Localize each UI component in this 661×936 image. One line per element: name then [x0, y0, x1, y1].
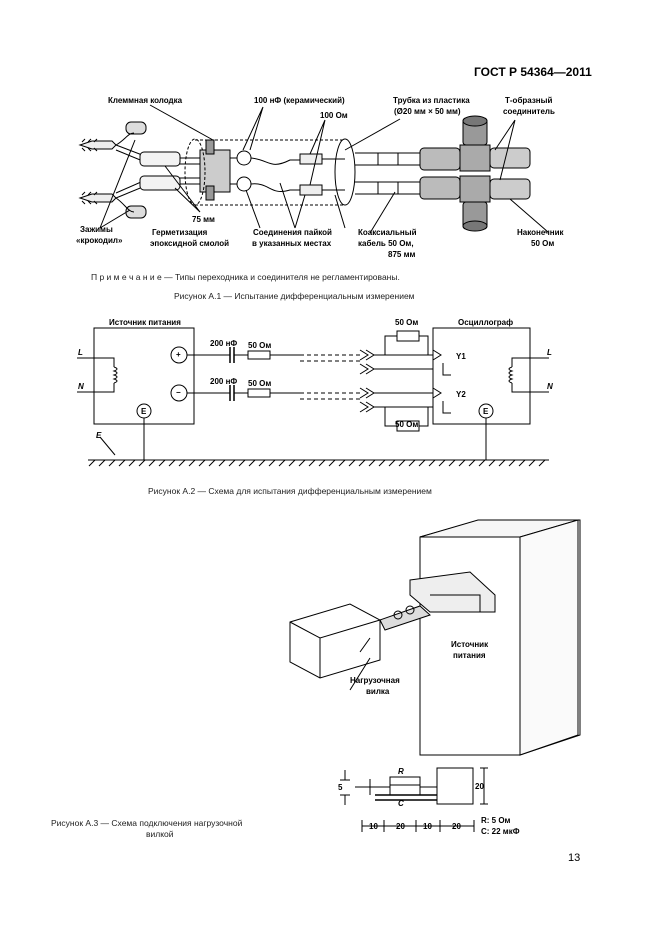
label-epoxy-seal: Герметизация [152, 228, 208, 237]
label-E-source-terminal: E [141, 407, 147, 416]
label-resistor-100ohm: 100 Ом [320, 111, 348, 120]
label-plus-terminal: + [176, 350, 181, 359]
fig3-caption-line1: Рисунок А.3 — Схема подключения нагрузоч… [51, 818, 243, 828]
label-length-75mm: 75 мм [192, 215, 215, 224]
document-header: ГОСТ Р 54364—2011 [474, 65, 592, 79]
label-N-source: N [78, 382, 84, 391]
label-resistor-50-bottom: 50 Ом [395, 420, 419, 429]
label-terminal-block: Клеммная колодка [108, 96, 183, 105]
label-plastic-tube: Трубка из пластика [393, 96, 470, 105]
label-tip: Наконечник [517, 228, 564, 237]
label-Y2: Y2 [456, 390, 466, 399]
label-resistor-R: R [398, 767, 404, 776]
label-resistor-50-top: 50 Ом [395, 318, 419, 327]
label-dim-5: 5 [338, 783, 343, 792]
label-R-value: R: 5 Ом [481, 816, 511, 825]
label-tip-2: 50 Ом [531, 239, 555, 248]
label-dim-10-b: 10 [423, 822, 432, 831]
label-tube-size: (Ø20 мм × 50 мм) [394, 107, 461, 116]
label-L-scope: L [547, 348, 552, 357]
fig3-caption-line2: вилкой [146, 829, 174, 839]
label-capacitor-C: C [398, 799, 404, 808]
fig2-caption: Рисунок А.2 — Схема для испытания диффер… [148, 486, 432, 496]
label-N-scope: N [547, 382, 553, 391]
fig1-note: П р и м е ч а н и е — Типы переходника и… [91, 272, 400, 282]
label-clips: Зажимы [80, 225, 113, 234]
label-dim-10-a: 10 [369, 822, 378, 831]
label-fig3-source: Источник [451, 640, 489, 649]
label-dim-20-a: 20 [396, 822, 405, 831]
label-resistor-50-2: 50 Ом [248, 379, 272, 388]
label-coax-cable: Коаксиальный [358, 228, 417, 237]
label-E-ground: E [96, 431, 102, 440]
label-epoxy-seal-2: эпоксидной смолой [150, 239, 230, 248]
label-load-plug: Нагрузочная [350, 676, 400, 685]
label-L-source: L [78, 348, 83, 357]
label-tee-connector-2: соединитель [503, 107, 555, 116]
label-C-value: C: 22 мкФ [481, 827, 520, 836]
label-Y1: Y1 [456, 352, 466, 361]
label-minus-terminal: − [176, 388, 181, 397]
label-fig3-source-2: питания [453, 651, 486, 660]
label-cap-200nf-1: 200 нФ [210, 339, 238, 348]
label-tee-connector: Т-образный [505, 96, 553, 105]
label-dim-20-b: 20 [452, 822, 461, 831]
label-power-source: Источник питания [109, 318, 181, 327]
label-clips-2: «крокодил» [76, 236, 123, 245]
label-dim-20-vertical: 20 [475, 782, 484, 791]
label-E-scope-terminal: E [483, 407, 489, 416]
label-solder-joints: Соединения пайкой [253, 228, 332, 237]
label-load-plug-2: вилка [366, 687, 390, 696]
label-resistor-50-1: 50 Ом [248, 341, 272, 350]
label-oscilloscope: Осциллограф [458, 318, 514, 327]
oscilloscope-box [432, 327, 531, 425]
page-number: 13 [568, 852, 581, 864]
label-cap-200nf-2: 200 нФ [210, 377, 238, 386]
label-coax-cable-2: кабель 50 Ом, [358, 239, 414, 248]
label-coax-cable-3: 875 мм [388, 250, 416, 259]
fig1-caption: Рисунок А.1 — Испытание дифференциальным… [174, 291, 415, 301]
label-solder-joints-2: в указанных местах [252, 239, 332, 248]
label-capacitor-100nf: 100 нФ (керамический) [254, 96, 345, 105]
